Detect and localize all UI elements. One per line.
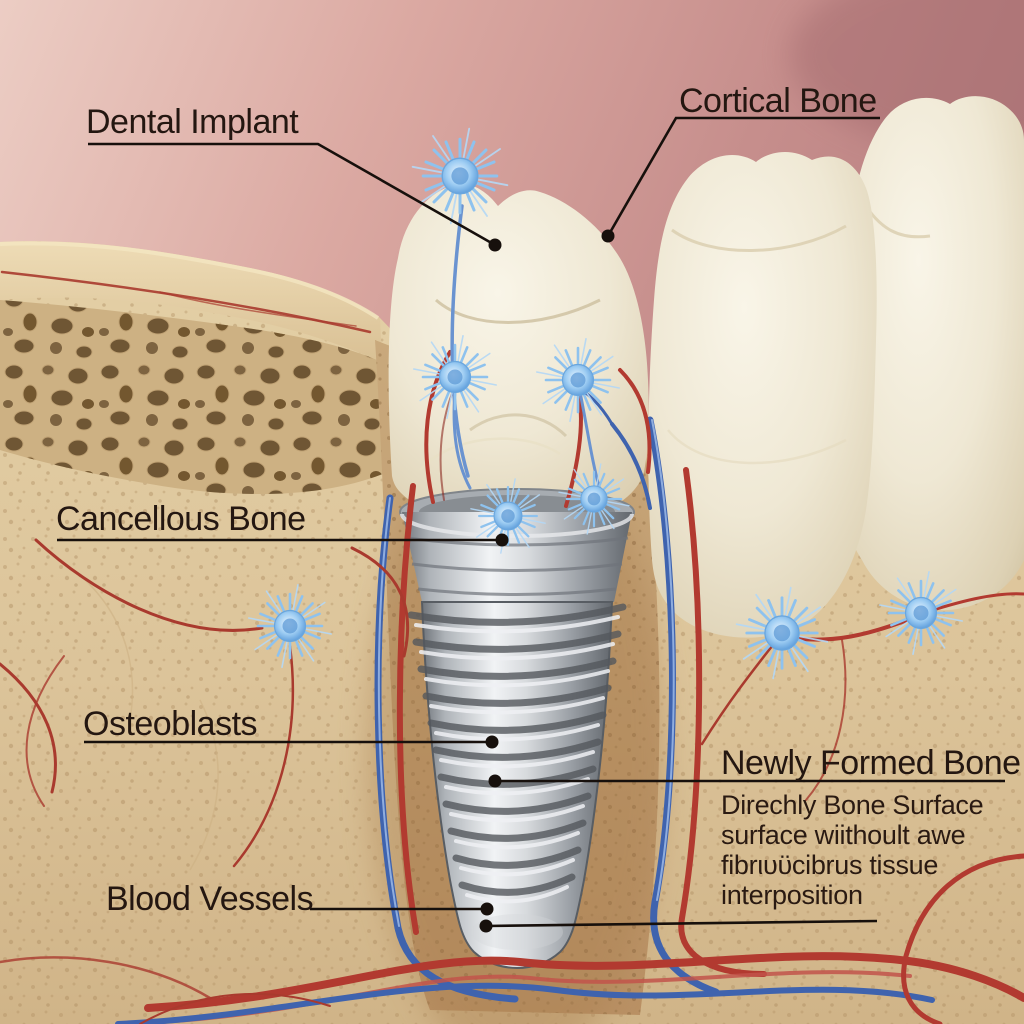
description-line: interposition [721,880,863,910]
leader-dental-implant [88,142,496,247]
description-line: Direchly Bone Surface [721,790,984,820]
leader-dots [479,229,615,933]
label-blood-vessels: Blood Vessels [106,880,314,918]
leader-description [485,919,878,928]
description-block: Direchly Bone Surface surface wiithoult … [721,790,984,910]
cortical-surface-vessels [0,270,372,334]
leader-cortical-bone [606,116,880,237]
label-cortical-bone: Cortical Bone [679,82,877,120]
label-dental-implant: Dental Implant [86,103,299,141]
natural-molar-front [648,151,877,638]
label-newly-formed-bone: Newly Formed Bone [721,744,1021,782]
description-line: fibrιυϋcibrus tissue [721,850,939,880]
cortical-bone-layer [0,241,382,362]
label-osteoblasts: Osteoblasts [83,705,258,743]
leader-lines [57,116,1005,933]
implant-threads [407,603,627,904]
implant-tip-highlight [471,914,563,950]
implant-fixture [399,488,635,970]
description-line: surface wiithoult awe [721,820,966,850]
label-cancellous-bone: Cancellous Bone [56,500,306,538]
